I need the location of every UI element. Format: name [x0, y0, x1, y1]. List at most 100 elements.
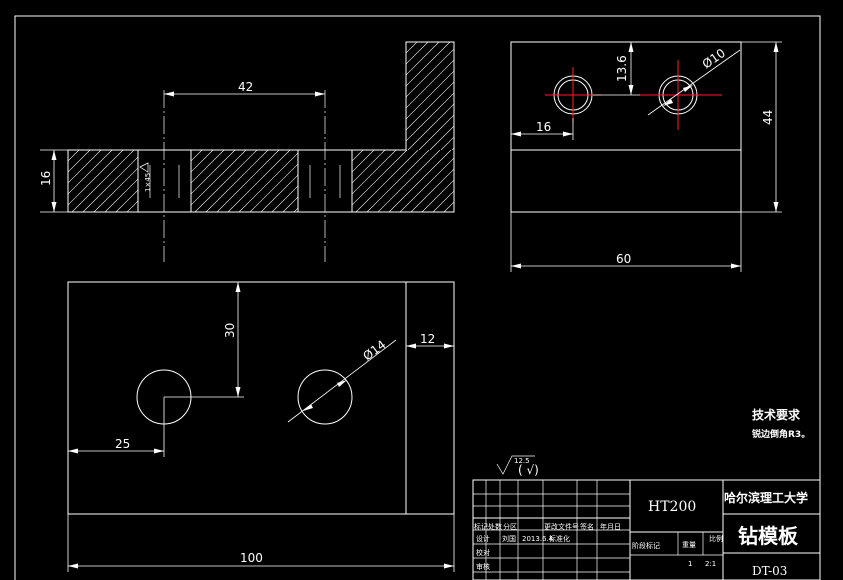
hatch-line — [305, 150, 367, 212]
hatch-line — [271, 185, 298, 212]
title-block: 标记 处数 分区 更改文件号 签名 年月日 设计 刘国 2013.6.4 标准化… — [472, 479, 821, 580]
hatch-line — [466, 150, 528, 212]
hatch-line — [406, 70, 454, 120]
hatch-line — [499, 150, 561, 212]
hatch-line — [171, 150, 233, 212]
roughness-value: 12.5 — [514, 457, 530, 465]
tb-weight-label: 重量 — [682, 541, 696, 549]
hatch-line — [352, 150, 375, 173]
hatch-line — [406, 59, 454, 109]
tb-designer: 刘国 — [502, 534, 516, 543]
hatch-line — [366, 150, 430, 212]
technical-notes: 技术要求 锐边倒角R3。 12.5 ( √) — [496, 407, 810, 477]
hatch-line — [432, 190, 454, 212]
hatch-line — [388, 150, 452, 212]
hatch-line — [421, 179, 454, 212]
hatch-line — [406, 48, 454, 98]
hatch-line — [406, 42, 407, 43]
tb-university: 哈尔滨理工大学 — [724, 490, 808, 505]
hatch-line — [407, 103, 454, 150]
tb-header-2: 处数 — [488, 522, 502, 531]
hatch-line — [126, 200, 138, 212]
hatch-line — [455, 150, 517, 212]
hatch-line — [68, 150, 113, 195]
hatch-line — [191, 150, 203, 162]
hatch-line — [93, 167, 138, 212]
hatch-line — [349, 150, 411, 212]
tb-header-1: 标记 — [474, 522, 488, 531]
tb-header-6: 年月日 — [600, 522, 621, 531]
hatch-line — [377, 150, 441, 212]
tb-row-review: 审核 — [476, 562, 490, 571]
tb-row-check: 校对 — [476, 548, 490, 557]
dim-42-label: 42 — [238, 80, 253, 94]
hatch-line — [191, 150, 247, 206]
hatch-line — [406, 42, 440, 76]
tb-drawing-no: DT-03 — [752, 564, 787, 578]
hatch-line — [327, 150, 389, 212]
hatch-line — [406, 81, 454, 131]
tb-header-3: 分区 — [503, 522, 517, 531]
tech-requirements-title: 技术要求 — [752, 407, 801, 422]
hatch-line — [104, 178, 138, 212]
top-view: 30 25 Ø14 12 100 — [67, 281, 455, 572]
front-section-view: 42 16 1×45 — [39, 41, 572, 262]
dim-25-label: 25 — [115, 437, 130, 451]
dim-44-label: 44 — [761, 110, 775, 125]
dim-16-thickness-label: 16 — [39, 171, 53, 186]
tb-qty: 1 — [688, 560, 692, 568]
dim-12-label: 12 — [420, 332, 435, 346]
section-outline — [67, 41, 455, 213]
hatch-line — [352, 150, 364, 162]
hatch-line — [352, 150, 386, 184]
tech-requirements-line1: 锐边倒角R3。 — [752, 428, 810, 440]
hatch-line — [115, 189, 138, 212]
hatch-line — [149, 150, 211, 212]
chamfer-note: 1×45 — [144, 173, 152, 192]
hatch-line — [227, 150, 291, 212]
hatch-line — [191, 150, 236, 195]
dim-60-label: 60 — [616, 252, 631, 266]
dim-13-6-label: 13.6 — [615, 55, 629, 82]
hatch-line — [477, 150, 539, 212]
tb-header-5: 签名 — [580, 522, 594, 531]
tb-design-date: 2013.6.4 — [522, 535, 554, 543]
tb-scale-label: 比例 — [709, 534, 723, 543]
hatch-line — [352, 150, 408, 206]
dim-100-label: 100 — [240, 551, 263, 565]
hatch-line — [260, 174, 298, 212]
hatch-line — [68, 150, 91, 173]
hatch-line — [352, 150, 397, 195]
roughness-paren: ( √) — [518, 463, 539, 477]
hatch-line — [68, 150, 80, 162]
tb-stage-label: 阶段标记 — [632, 541, 660, 550]
hatch-line — [352, 150, 353, 151]
hatch-line — [82, 156, 138, 212]
hatch-line — [194, 150, 258, 212]
tb-header-4: 更改文件号 — [544, 522, 579, 531]
tb-scale-value: 2:1 — [705, 560, 716, 568]
hatch-line — [205, 150, 269, 212]
hatch-line — [238, 152, 298, 212]
tb-material: HT200 — [648, 499, 696, 515]
hatch-line — [399, 157, 454, 212]
hatch-line — [355, 150, 419, 212]
hatch-line — [418, 114, 454, 150]
tb-row-design: 设计 — [476, 534, 490, 543]
hatch-line — [71, 150, 135, 212]
dim-30-label: 30 — [223, 323, 237, 338]
dim-d10-label: Ø10 — [700, 46, 728, 72]
dim-16-offset-label: 16 — [536, 120, 551, 134]
hatch-line — [410, 168, 454, 212]
hatch-line — [429, 125, 454, 150]
drawing-border — [14, 15, 821, 580]
side-view: 13.6 Ø10 16 44 60 — [510, 41, 782, 272]
tb-design-std: 标准化 — [549, 534, 570, 543]
hatch-line — [249, 163, 298, 212]
hatch-line — [193, 150, 255, 212]
hatch-line — [68, 150, 102, 184]
hatch-line — [191, 150, 214, 173]
hatch-line — [406, 92, 454, 142]
hatch-line — [510, 150, 572, 212]
